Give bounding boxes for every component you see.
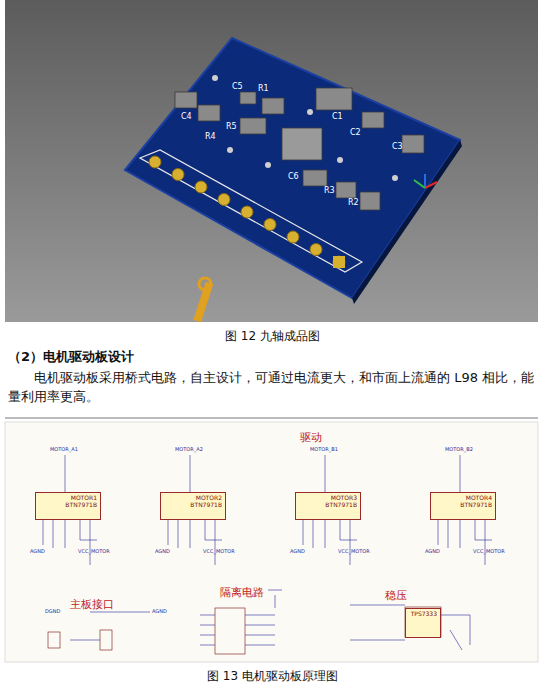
silkscreen-label: C2 — [350, 128, 361, 137]
net-label: MOTOR_B1 — [310, 446, 338, 452]
schematic-ground — [5, 422, 538, 662]
chip-label: MOTOR1 — [39, 495, 97, 502]
net-label: AGND — [30, 548, 45, 554]
pcb-board — [125, 38, 460, 298]
silkscreen-label: C6 — [288, 172, 299, 181]
silkscreen-label: R3 — [324, 186, 335, 195]
net-label: AGND — [155, 548, 170, 554]
net-label: AGND — [290, 548, 305, 554]
figure-caption: 图 12 九轴成品图 — [225, 328, 320, 345]
paragraph: 电机驱动板采用桥式电路，自主设计，可通过电流更大，和市面上流通的 L98 相比，… — [8, 368, 536, 406]
header-pad — [195, 181, 207, 193]
header-pad — [264, 219, 276, 231]
silkscreen-label: R4 — [205, 132, 216, 141]
rule — [5, 417, 538, 419]
header-pad — [149, 156, 161, 168]
chip-label: BTN7971B — [299, 502, 357, 509]
header-pad — [287, 231, 299, 243]
net-label: MOTOR_B2 — [445, 446, 473, 452]
chip-label: MOTOR3 — [299, 495, 357, 502]
driver-chip: MOTOR4BTN7971B — [430, 492, 496, 520]
vias — [212, 75, 398, 181]
header-outline — [140, 150, 362, 272]
pcb-edge — [352, 140, 462, 304]
header-pad — [310, 244, 322, 256]
silkscreen-label: R2 — [348, 198, 359, 207]
figure-caption: 图 13 电机驱动板原理图 — [207, 668, 338, 685]
schematic-wires — [43, 455, 492, 654]
chip-label: TPS7333 — [409, 611, 437, 618]
net-label: VCC_MOTOR — [203, 548, 235, 554]
regulator-chip: TPS7333 — [405, 608, 441, 638]
net-label: VCC_MOTOR — [473, 548, 505, 554]
net-label: AGND — [152, 608, 167, 614]
net-label: DGND — [45, 608, 60, 614]
header-pad — [172, 169, 184, 181]
net-label: MOTOR_A1 — [50, 446, 78, 452]
driver-chip: MOTOR3BTN7971B — [295, 492, 361, 520]
header-pad — [333, 256, 345, 268]
chip-label: MOTOR4 — [434, 495, 492, 502]
chip-label: BTN7971B — [39, 502, 97, 509]
silkscreen-label: C5 — [232, 82, 243, 91]
section-label: 驱动 — [300, 430, 322, 445]
driver-chip: MOTOR2BTN7971B — [160, 492, 226, 520]
section-label: 稳压 — [385, 588, 407, 603]
section-label: 隔离电路 — [220, 585, 264, 600]
net-label: AGND — [425, 548, 440, 554]
net-label: VCC_MOTOR — [78, 548, 110, 554]
silkscreen-label: C1 — [332, 112, 343, 121]
silkscreen-label: R1 — [258, 84, 269, 93]
header-pad — [241, 206, 253, 218]
silkscreen-label: R5 — [226, 122, 237, 131]
chip-label: BTN7971B — [434, 502, 492, 509]
net-label: VCC_MOTOR — [338, 548, 370, 554]
pin-ring — [199, 278, 211, 290]
driver-chip: MOTOR1BTN7971B — [35, 492, 101, 520]
silkscreen-label: C3 — [392, 142, 403, 151]
render-background — [5, 0, 538, 322]
components — [175, 88, 424, 210]
section-heading: （2）电机驱动板设计 — [8, 348, 134, 366]
header-pad — [333, 256, 345, 268]
net-label: MOTOR_A2 — [175, 446, 203, 452]
silkscreen-label: C4 — [181, 112, 192, 121]
section-label: 主板接口 — [70, 597, 114, 612]
chip-label: MOTOR2 — [164, 495, 222, 502]
axis-icon — [414, 174, 437, 188]
chip-label: BTN7971B — [164, 502, 222, 509]
header-pad — [218, 194, 230, 206]
header-pads — [149, 156, 345, 268]
